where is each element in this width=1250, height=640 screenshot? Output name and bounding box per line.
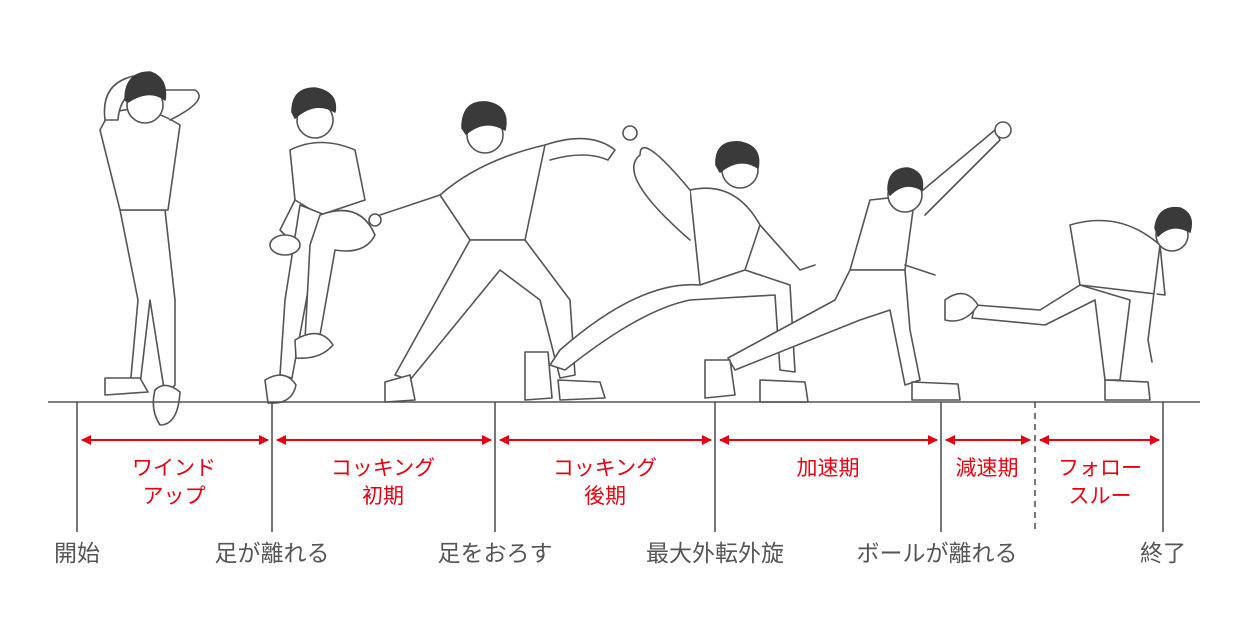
event-label-start: 開始: [54, 541, 100, 567]
event-label-max-rotation: 最大外転外旋: [646, 541, 784, 567]
event-label-ball-release: ボールが離れる: [857, 541, 1018, 567]
pitcher-figure-max-rotation: [524, 141, 816, 403]
phase-label-early-cocking-1: コッキング: [331, 456, 435, 480]
phase-label-follow-through-2: スルー: [1069, 484, 1132, 508]
phase-label-follow-through-1: フォロー: [1058, 456, 1142, 480]
event-label-foot-leaves: 足が離れる: [215, 541, 330, 567]
phase-label-acceleration: 加速期: [797, 456, 860, 480]
event-label-foot-down: 足をおろす: [438, 541, 553, 567]
pitcher-figure-foot-down: [368, 101, 638, 403]
event-label-end: 終了: [1140, 541, 1186, 567]
phase-label-late-cocking-2: 後期: [584, 484, 626, 508]
phase-label-windup-2: アップ: [143, 484, 206, 508]
pitcher-figure-windup: [99, 71, 200, 426]
phase-label-early-cocking-2: 初期: [362, 484, 404, 508]
pitcher-figure-follow-through: [944, 206, 1193, 401]
phase-dividers: [76, 402, 1164, 532]
phase-label-deceleration: 減速期: [956, 456, 1019, 480]
phase-label-windup-1: ワインド: [132, 456, 216, 480]
pitcher-figure-release: [704, 121, 1012, 401]
phase-label-late-cocking-1: コッキング: [553, 456, 657, 480]
pitcher-figure-leg-lift: [264, 87, 376, 404]
